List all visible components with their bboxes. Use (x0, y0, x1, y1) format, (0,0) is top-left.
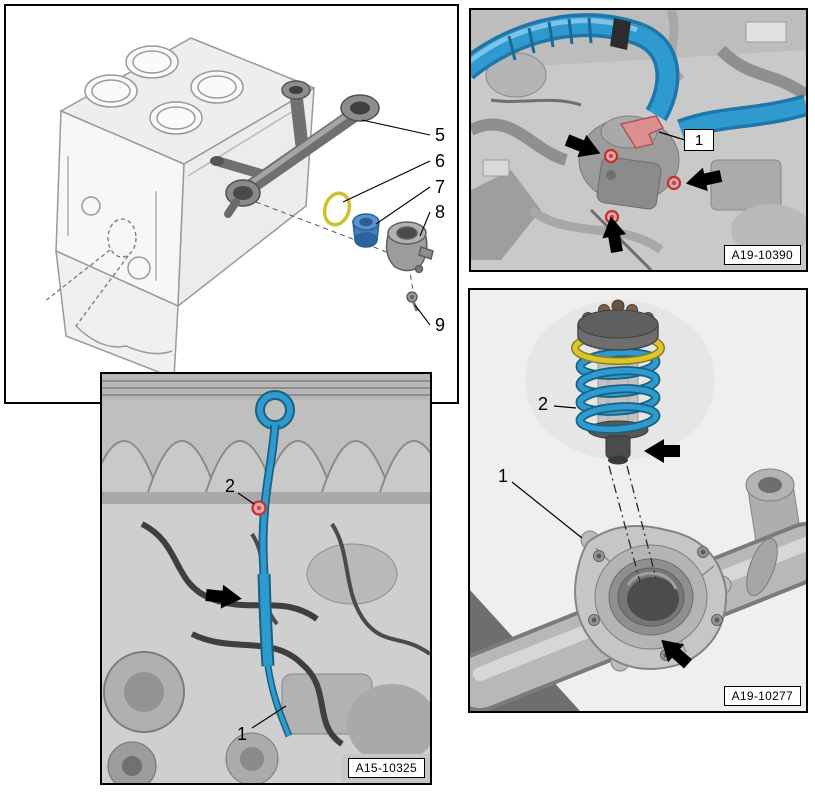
panel-engine-bay-view: 1 A19-10390 (469, 8, 808, 272)
callout-1: 1 (236, 724, 248, 744)
ref-code-badge: A15-10325 (347, 758, 425, 778)
panel-dipstick-view: 2 1 A15-10325 (100, 372, 432, 785)
callout-9: 9 (434, 315, 446, 335)
leader-lines (342, 119, 431, 326)
coolant-hose (471, 13, 806, 141)
engine-clutter (103, 521, 430, 783)
oring-seat-dashed (43, 218, 137, 327)
bolt-marker (251, 500, 267, 516)
engine-bay-drawing (471, 10, 806, 270)
callout-2: 2 (537, 394, 549, 414)
dipstick-drawing (102, 374, 430, 783)
callout-leader (658, 131, 686, 141)
thermostat-housing-flange (574, 525, 732, 672)
callout-1-box: 1 (684, 129, 714, 151)
callout-7: 7 (434, 177, 446, 197)
callout-2: 2 (224, 476, 236, 496)
thermostat-insert-drawing (352, 213, 380, 248)
callout-8: 8 (434, 202, 446, 222)
callout-6: 6 (434, 151, 446, 171)
leader-lines (237, 492, 287, 729)
exploded-view-drawing (43, 37, 434, 380)
callout-5: 5 (434, 125, 446, 145)
ref-code-badge: A19-10277 (723, 686, 801, 706)
coolant-pipe-drawing (210, 80, 380, 218)
direction-arrow-icons (644, 439, 693, 669)
direction-arrow-icon (205, 584, 242, 609)
callout-1: 1 (497, 466, 509, 486)
ref-code-badge: A19-10390 (723, 245, 801, 265)
panel-thermostat-view: 2 1 A19-10277 (468, 288, 808, 713)
thermostat-drawing (470, 290, 806, 711)
retaining-bracket (619, 115, 665, 149)
valve-assembly (578, 115, 680, 210)
bolt-drawing (406, 291, 419, 312)
hose-clamp (610, 18, 631, 50)
panel-exploded-view: 5 6 7 8 9 (4, 4, 459, 404)
alignment-dashed-lines (608, 465, 657, 583)
thermostat (571, 299, 665, 465)
connection-housing-drawing (385, 221, 434, 274)
leader-lines (511, 405, 583, 539)
direction-arrow-icons (564, 134, 723, 254)
engine-block-drawing (55, 37, 316, 380)
o-ring-drawing (322, 191, 352, 227)
